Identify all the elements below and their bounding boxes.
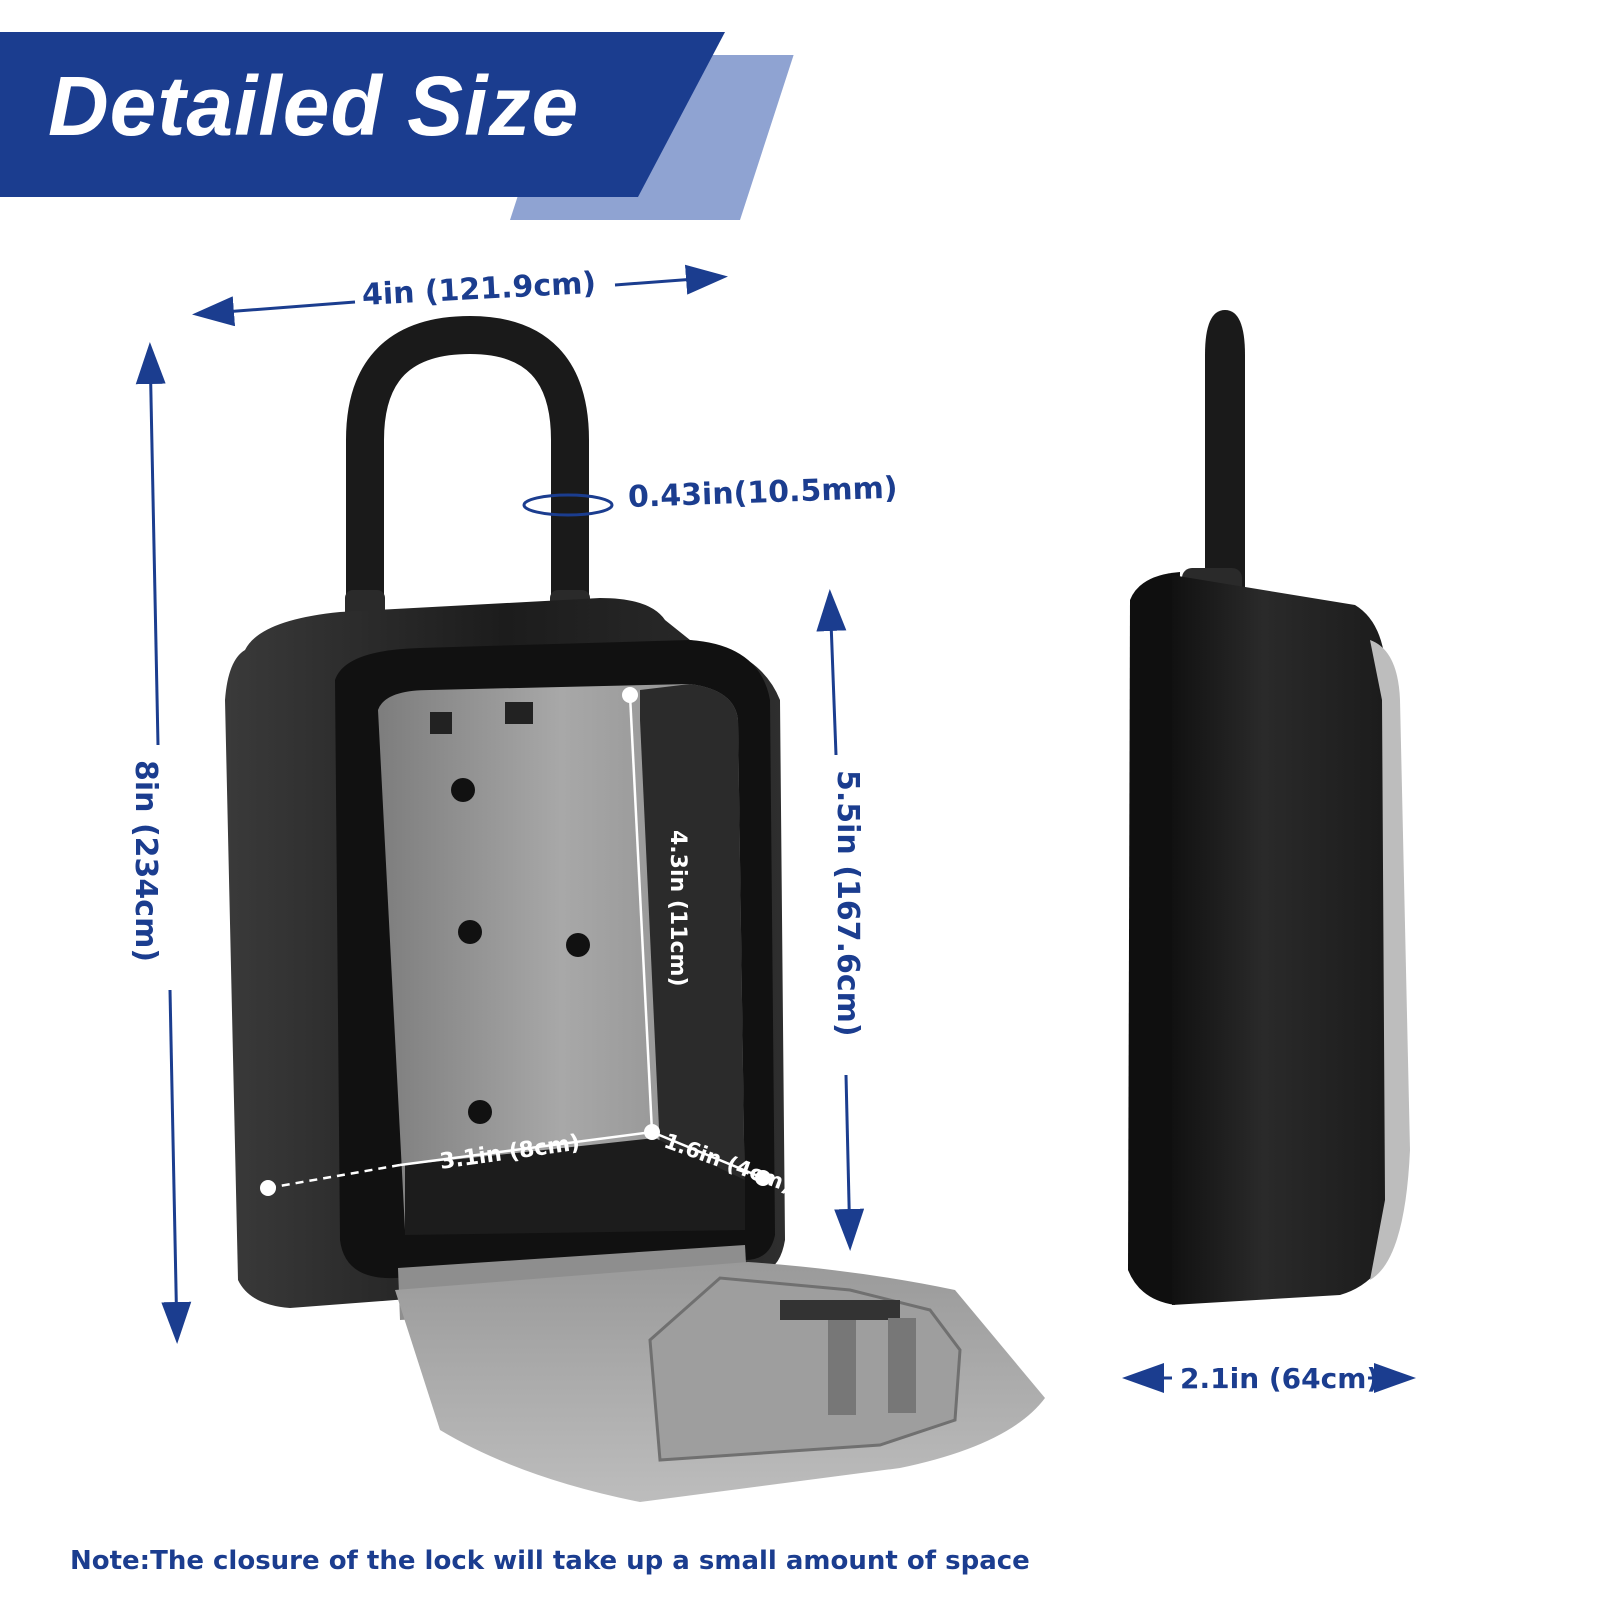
page-title: Detailed Size	[48, 59, 580, 153]
side-lock-back	[1128, 572, 1180, 1305]
dial-tab	[888, 1318, 916, 1413]
width-arrow-left	[192, 296, 356, 327]
measure-dot	[755, 1170, 771, 1186]
mount-hole	[468, 1100, 492, 1124]
height-arrow-bottom	[161, 989, 192, 1344]
side-lock	[1128, 310, 1410, 1305]
body-height-arrow-bottom	[834, 1074, 865, 1251]
combination-mechanism	[648, 1276, 962, 1462]
body-height-arrow-top	[816, 589, 847, 756]
inner-height-line	[628, 694, 654, 1133]
mount-hole	[458, 920, 482, 944]
body-height-label: 5.5in (167.6cm)	[830, 770, 865, 1037]
inner-width-line	[399, 1130, 653, 1167]
measure-dot	[260, 1180, 276, 1196]
cavity-floor	[405, 1138, 745, 1235]
footnote: Note:The closure of the lock will take u…	[70, 1546, 1030, 1576]
depth-label: 2.1in (64cm)	[1180, 1362, 1380, 1395]
side-lock-body	[1172, 575, 1400, 1305]
front-shackle	[346, 315, 589, 624]
inner-depth-line	[651, 1130, 764, 1180]
mount-hole	[566, 933, 590, 957]
side-shackle	[1205, 310, 1245, 595]
shackle-diameter-ring	[522, 493, 614, 517]
inner-tab	[430, 712, 452, 734]
mount-hole	[451, 778, 475, 802]
width-arrow-right	[614, 264, 728, 295]
dimension-lines	[135, 264, 1416, 1393]
inner-height-label: 4.3in (11cm)	[665, 830, 690, 987]
mechanism-slot	[780, 1300, 900, 1320]
measure-dot	[622, 687, 638, 703]
side-lock-lid-edge	[1370, 640, 1410, 1280]
height-arrow-top	[135, 342, 166, 746]
inner-tab	[505, 702, 533, 724]
height-label: 8in (234cm)	[128, 760, 163, 963]
cavity-side-wall	[640, 684, 745, 1210]
title-banner	[0, 32, 725, 197]
dial-tab	[828, 1320, 856, 1415]
measure-dot	[644, 1124, 660, 1140]
